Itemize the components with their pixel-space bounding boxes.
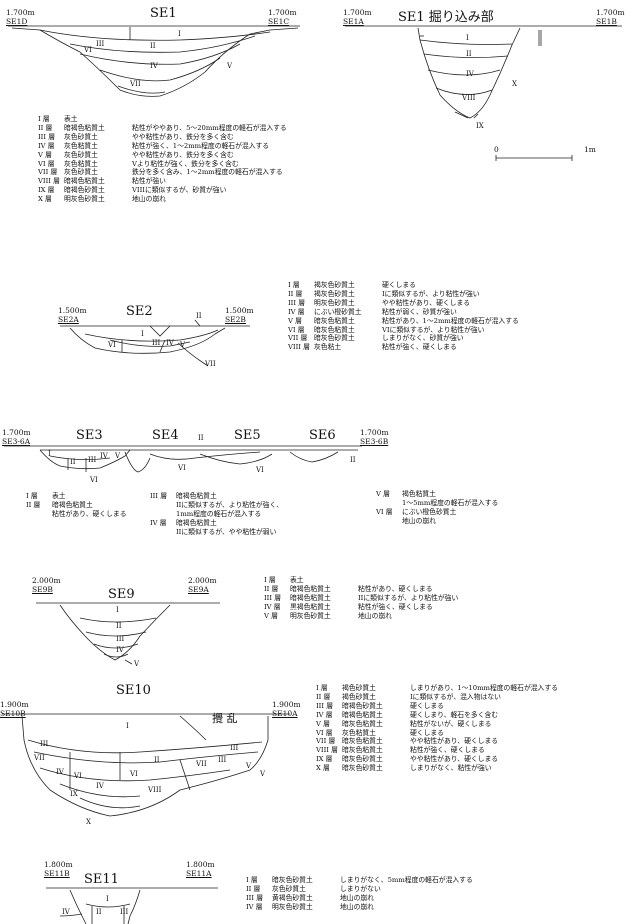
- se3-6-left-level: 1.700m SE3-6A: [2, 428, 31, 446]
- se3-mark-v: V: [115, 452, 121, 460]
- se5-title: SE5: [234, 428, 261, 443]
- se2-left-level: 1.500m SE2A: [58, 306, 87, 324]
- se9-left-level: 2.000m SE9B: [32, 576, 61, 594]
- se3-mark-i: I: [48, 450, 51, 458]
- se1-mark-v: V: [227, 62, 233, 70]
- se10-mark-iii-c: III: [218, 756, 227, 764]
- se11-title: SE11: [84, 872, 119, 887]
- se3-title: SE3: [76, 428, 103, 443]
- se3-6-legend-c: V 層褐色粘質土 1～5mm程度の軽石が混入する VI 層にぶい橙色砂質土 地山…: [376, 490, 499, 525]
- se11-left-level: 1.800m SE11B: [44, 860, 73, 878]
- se1-mark-vii: VII: [130, 80, 141, 88]
- se1-left-level: 1.700m SE1D: [6, 8, 35, 26]
- se9-mark-v: V: [134, 660, 140, 668]
- se2-mark-vii: VII: [205, 360, 216, 368]
- se9-mark-ii: II: [116, 622, 122, 630]
- se1a-mark-i: I: [466, 34, 469, 42]
- se2-mark-i: I: [141, 330, 144, 338]
- scale-end-label: 1m: [584, 145, 596, 154]
- se1a-mark-ii: II: [466, 50, 472, 58]
- se1a-title: SE1 掘り込み部: [398, 10, 494, 25]
- se1a-mark-ix: IX: [476, 122, 484, 130]
- se10-mark-vi-b: VI: [74, 772, 82, 780]
- se11-mark-i: I: [106, 895, 109, 903]
- se11-mark-ii: II: [96, 908, 102, 916]
- se1a-right-level: 1.700m SE1B: [596, 8, 625, 26]
- se2-right-level: 1.500m SE2B: [225, 306, 254, 324]
- se11-right-level: 1.800m SE11A: [186, 860, 215, 878]
- se1a-mark-iv: IV: [466, 70, 474, 78]
- se6-mark-ii: II: [350, 456, 356, 464]
- se3-mark-vi: VI: [90, 476, 98, 484]
- se10-mark-iv-b: IV: [56, 768, 64, 776]
- se1-mark-i: I: [178, 30, 181, 38]
- se10-mark-x: X: [86, 818, 91, 826]
- se2-mark-iii: III: [152, 339, 161, 347]
- se3-6-right-level: 1.700m SE3-6B: [360, 428, 389, 446]
- se3-mark-iii: III: [88, 456, 97, 464]
- se10-right-level: 1.900m SE10A: [272, 700, 301, 718]
- se1-mark-ii: II: [150, 42, 156, 50]
- se1a-left-level: 1.700m SE1A: [343, 8, 372, 26]
- se10-mark-vii: VII: [34, 754, 45, 762]
- se10-mark-v-b: V: [260, 770, 266, 778]
- se10-mark-vii-b: VII: [196, 760, 207, 768]
- se10-title: SE10: [116, 683, 151, 698]
- se10-mark-iv: IV: [96, 782, 104, 790]
- se10-mark-ii: II: [154, 756, 160, 764]
- se9-mark-i: I: [116, 606, 119, 614]
- se3-6-legend-a: I 層表土 II 層暗褐色粘質土 粘性があり、硬くしまる: [26, 492, 127, 518]
- se10-mark-ix: IX: [70, 790, 78, 798]
- se3-6-legend-b: III 層暗褐色粘質土 IIに類似するが、より粘性が強く、 1mm程度の軽石が混…: [150, 492, 284, 536]
- se1-mark-iii: III: [96, 40, 105, 48]
- se4-title: SE4: [152, 428, 179, 443]
- se10-mark-i: I: [126, 722, 129, 730]
- se10-left-level: 1.900m SE10B: [0, 700, 29, 718]
- se6-title: SE6: [309, 428, 336, 443]
- se2-mark-v: V: [180, 341, 186, 349]
- se10-mark-vi: VI: [130, 770, 138, 778]
- se11-mark-iv: IV: [62, 908, 70, 916]
- se1-mark-vi: VI: [84, 46, 92, 54]
- se9-title: SE9: [108, 587, 135, 602]
- se10-mark-iii-b: III: [40, 740, 49, 748]
- se9-mark-iv: IV: [116, 646, 124, 654]
- se1-legend: I 層表土 II 層暗褐色粘質土粘性がややあり、5～20mm程度の軽石が混入する…: [38, 115, 287, 204]
- se3-mark-ii: II: [70, 458, 76, 466]
- se10-mark-iii: III: [230, 744, 239, 752]
- se5-mark-vi: VI: [256, 466, 264, 474]
- se2-mark-vi: VI: [108, 341, 116, 349]
- se10-disturbance-label: 攪 乱: [212, 712, 238, 725]
- se1a-mark-x: X: [512, 80, 517, 88]
- se10-mark-v: V: [246, 762, 252, 770]
- se2-mark-iv: IV: [166, 339, 174, 347]
- se10-mark-viii: VIII: [148, 786, 162, 794]
- se11-legend: I 層暗灰色砂質土しまりがなく、5mm程度の軽石が混入する II 層灰色砂質土し…: [246, 876, 473, 911]
- se1-mark-iv: IV: [150, 62, 158, 70]
- se2-mark-ii: II: [196, 312, 202, 320]
- se3-mark-iv: IV: [100, 452, 108, 460]
- se4-mark-vi: VI: [178, 464, 186, 472]
- se4-mark-ii: II: [198, 434, 204, 442]
- scale-start-label: 0: [494, 145, 499, 154]
- se11-mark-iii: III: [120, 908, 129, 916]
- se1a-mark-viii: VIII: [462, 94, 476, 102]
- se1-right-level: 1.700m SE1C: [268, 8, 297, 26]
- se2-title: SE2: [126, 304, 153, 319]
- se9-right-level: 2.000m SE9A: [188, 576, 217, 594]
- se10-legend: I 層褐色砂質土しまりがあり、1～10mm程度の軽石が混入する II 層褐色砂質…: [316, 684, 558, 773]
- se1-title: SE1: [150, 6, 177, 21]
- se9-mark-iii: III: [116, 635, 125, 643]
